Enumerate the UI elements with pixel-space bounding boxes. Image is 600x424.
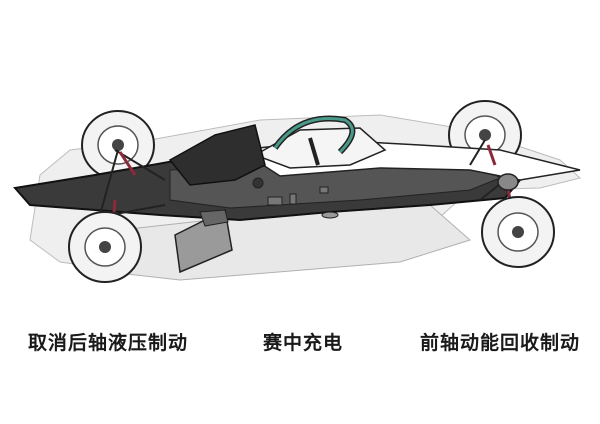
race-car-illustration [13,100,582,283]
caption-rear-hydraulic-brake: 取消后轴液压制动 [28,332,189,354]
front-motor [497,173,519,191]
halo [272,115,356,166]
front-wheel-lower [481,196,555,268]
side-panel [174,208,233,274]
caption-in-race-charging: 赛中充电 [263,332,344,354]
sidepod-details [252,177,339,219]
rear-wheel-lower [68,211,142,283]
caption-front-regen-brake: 前轴动能回收制动 [420,332,581,354]
